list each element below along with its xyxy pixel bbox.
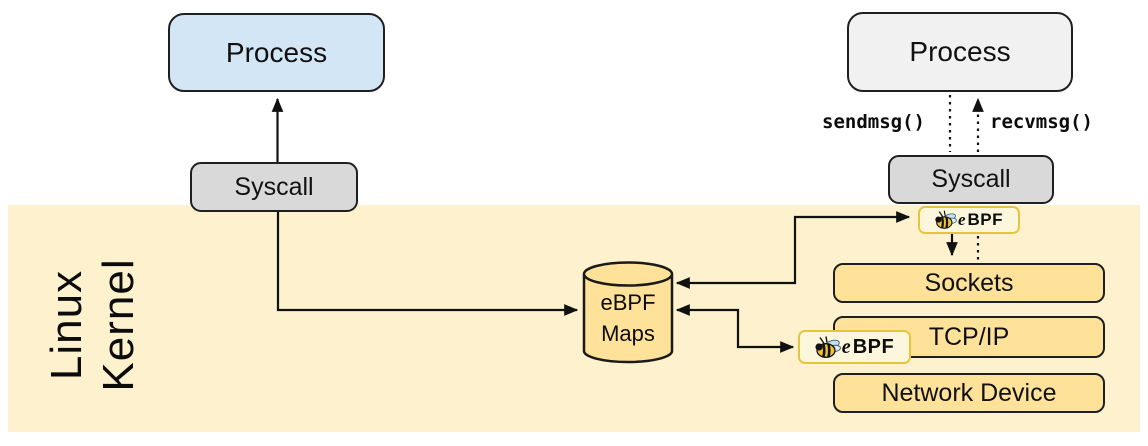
sendmsg-label: sendmsg()	[822, 111, 925, 133]
ebpf-badge-tcpip: e BPF	[798, 330, 911, 364]
network-device-box: Network Device	[833, 373, 1105, 413]
syscall-box-left: Syscall	[190, 162, 358, 212]
ebpf-badge-bpf: BPF	[852, 335, 895, 358]
process-right-label: Process	[909, 36, 1011, 67]
sockets-box: Sockets	[833, 263, 1105, 303]
ebpf-bee-icon	[935, 210, 957, 229]
arrow-maps-to-ebpf-tcpip	[675, 304, 795, 353]
maps-label-line2: Maps	[601, 320, 655, 346]
syscall-left-label: Syscall	[234, 172, 314, 201]
ebpf-maps-cylinder	[582, 261, 674, 364]
ebpf-maps-label: eBPF Maps	[583, 288, 673, 350]
ebpf-bee-icon	[815, 335, 841, 358]
process-box-right: Process	[847, 12, 1073, 92]
ebpf-badge-bpf: BPF	[967, 210, 1004, 229]
ebpf-badge-e: e	[957, 210, 966, 229]
syscall-right-label: Syscall	[931, 165, 1011, 193]
syscall-box-right: Syscall	[888, 155, 1054, 204]
arrow-maps-to-ebpf-sockets	[675, 211, 911, 289]
arrow-syscall-left-to-maps	[276, 212, 579, 316]
tcpip-label: TCP/IP	[928, 322, 1010, 351]
network-device-label: Network Device	[881, 378, 1057, 407]
process-box-left: Process	[168, 13, 385, 92]
recvmsg-label: recvmsg()	[990, 111, 1093, 133]
maps-label-line1: eBPF	[600, 290, 656, 315]
process-left-label: Process	[225, 36, 328, 68]
sockets-label: Sockets	[924, 268, 1014, 297]
ebpf-badge-sockets: e BPF	[918, 206, 1020, 234]
ebpf-badge-e: e	[841, 335, 851, 358]
